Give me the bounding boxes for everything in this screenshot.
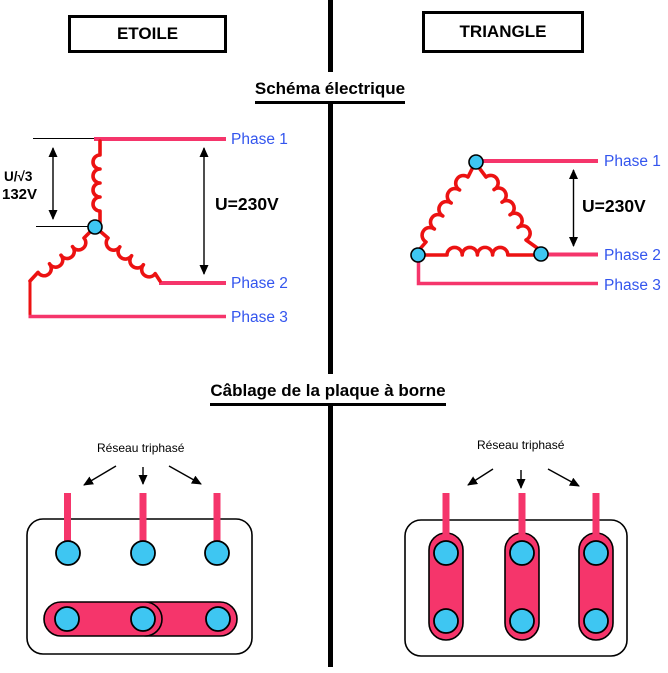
star-line-voltage-label: U=230V xyxy=(215,194,279,214)
network-arrow-right xyxy=(547,468,580,487)
terminal-top-1 xyxy=(55,540,81,566)
terminal-top-2 xyxy=(509,540,535,566)
delta-phase1-label: Phase 1 xyxy=(604,153,661,170)
schematic-section-heading: Schéma électrique xyxy=(229,72,431,104)
terminal-top-3 xyxy=(583,540,609,566)
delta-schematic xyxy=(410,154,598,286)
supply-wire-3 xyxy=(592,493,600,545)
delta-network-label: Réseau triphasé xyxy=(477,438,565,452)
delta-node-top xyxy=(468,154,484,170)
delta-phase3-label: Phase 3 xyxy=(604,277,661,294)
delta-node-left xyxy=(410,247,426,263)
star-phase3-label: Phase 3 xyxy=(231,309,288,326)
terminal-bottom-3 xyxy=(583,608,609,634)
network-arrow-right xyxy=(168,465,202,485)
star-neutral-node xyxy=(87,219,103,235)
supply-wire-3 xyxy=(213,493,221,549)
star-phase-voltage-value: 132V xyxy=(2,186,38,203)
star-winding-3 xyxy=(28,230,92,283)
terminal-bottom-2 xyxy=(509,608,535,634)
star-network-label: Réseau triphasé xyxy=(97,441,185,455)
section-divider xyxy=(328,0,333,667)
supply-wire-2 xyxy=(518,493,526,545)
network-arrow-left xyxy=(83,465,117,486)
star-phase2-label: Phase 2 xyxy=(231,275,288,292)
star-schematic xyxy=(28,137,226,319)
delta-title-box: TRIANGLE xyxy=(422,11,584,53)
star-terminal-block xyxy=(26,465,253,655)
terminal-top-1 xyxy=(433,540,459,566)
delta-winding-left xyxy=(417,167,474,252)
terminal-top-2 xyxy=(130,540,156,566)
terminal-bottom-3 xyxy=(205,606,231,632)
network-arrow-left xyxy=(467,468,494,486)
star-phase1-label: Phase 1 xyxy=(231,131,288,148)
delta-winding-right xyxy=(478,167,542,252)
delta-phase2-label: Phase 2 xyxy=(604,247,661,264)
terminal-bottom-1 xyxy=(433,608,459,634)
terminal-wiring-section-heading: Câblage de la plaque à borne xyxy=(177,374,479,406)
star-winding-1 xyxy=(91,139,102,224)
terminal-bottom-2 xyxy=(130,606,156,632)
terminal-top-3 xyxy=(204,540,230,566)
supply-wire-1 xyxy=(442,493,450,545)
star-phase-voltage-formula: U/√3 xyxy=(4,169,33,184)
delta-winding-bottom xyxy=(421,245,539,257)
delta-line-voltage-label: U=230V xyxy=(582,196,646,216)
supply-wire-1 xyxy=(64,493,71,549)
delta-phase3-wire xyxy=(416,260,598,286)
terminal-bottom-1 xyxy=(54,606,80,632)
star-winding-2 xyxy=(99,230,162,283)
star-title-box: ETOILE xyxy=(68,15,227,53)
delta-node-right xyxy=(533,246,549,262)
delta-terminal-block xyxy=(404,468,628,657)
supply-wire-2 xyxy=(139,493,147,549)
